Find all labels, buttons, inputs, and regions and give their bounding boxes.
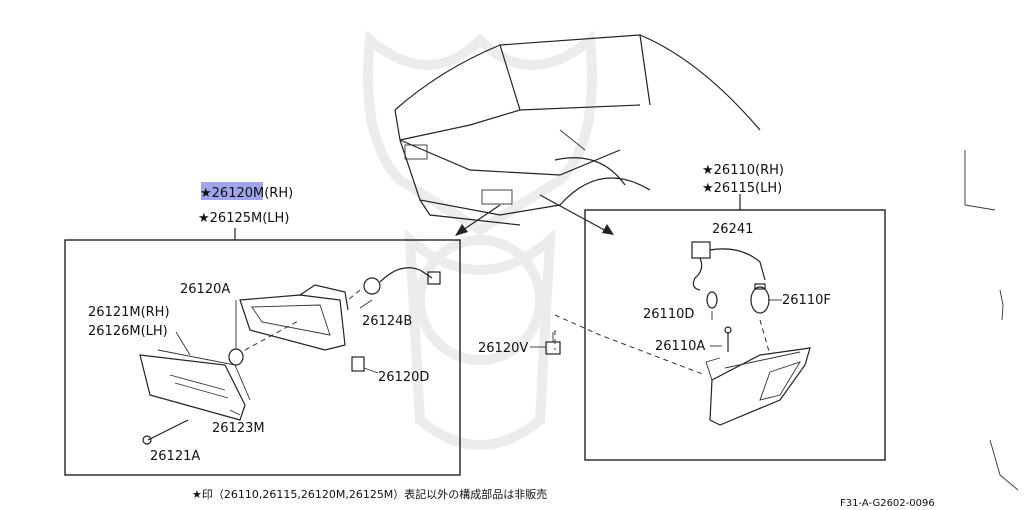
label-26124B[interactable]: 26124B [362, 314, 412, 329]
car-front-illustration [394, 34, 761, 226]
label-26121A[interactable]: 26121A [150, 449, 200, 464]
label-26110-rh[interactable]: ★26110(RH) [702, 163, 784, 178]
bulb-26120A [228, 300, 244, 366]
left-assembly-frame [64, 239, 461, 476]
scan-artifacts [964, 150, 1019, 491]
lamp-lens [139, 349, 251, 421]
left-leader-23m [229, 409, 241, 416]
bulb-26110F [750, 283, 770, 314]
label-26121M-rh[interactable]: 26121M(RH) [88, 305, 170, 320]
figure-code: F31-A-G2602-0096 [840, 498, 935, 509]
label-26125M-lh[interactable]: ★26125M(LH) [198, 211, 289, 226]
right-dash-1 [554, 314, 706, 376]
label-26115-lh[interactable]: ★26115(LH) [702, 181, 782, 196]
callout-arrows [455, 194, 614, 236]
screw-26121A [142, 419, 189, 445]
screw-26110A [724, 326, 732, 352]
left-leader-lens [175, 331, 191, 356]
front-lamp-housing [239, 284, 349, 351]
right-assembly-frame [584, 209, 886, 461]
label-26110A[interactable]: 26110A [655, 339, 705, 354]
highlight-26120M [201, 182, 263, 200]
connector-26241 [691, 241, 766, 291]
watermark-crest [363, 30, 597, 450]
clip-26120V [545, 332, 561, 355]
label-26120A[interactable]: 26120A [180, 282, 230, 297]
label-26120D[interactable]: 26120D [378, 370, 429, 385]
bulb-socket-cable [347, 267, 441, 301]
left-leader-24b [359, 299, 373, 309]
left-dash-1 [244, 319, 301, 351]
side-lamp-body [705, 347, 811, 426]
label-26123M[interactable]: 26123M [212, 421, 265, 436]
label-26120V[interactable]: 26120V [478, 341, 528, 356]
bulb-26110D [706, 291, 718, 309]
label-26110D[interactable]: 26110D [643, 307, 694, 322]
label-26120M-rh[interactable]: ★26120M(RH) [200, 186, 293, 201]
label-26126M-lh[interactable]: 26126M(LH) [88, 324, 168, 339]
footnote: ★印（26110,26115,26120M,26125M）表記以外の構成部品は非… [192, 487, 547, 501]
clip-26120D [351, 356, 379, 374]
label-26110F[interactable]: 26110F [782, 293, 831, 308]
right-dash-3 [759, 319, 771, 356]
label-26241[interactable]: 26241 [712, 222, 753, 237]
